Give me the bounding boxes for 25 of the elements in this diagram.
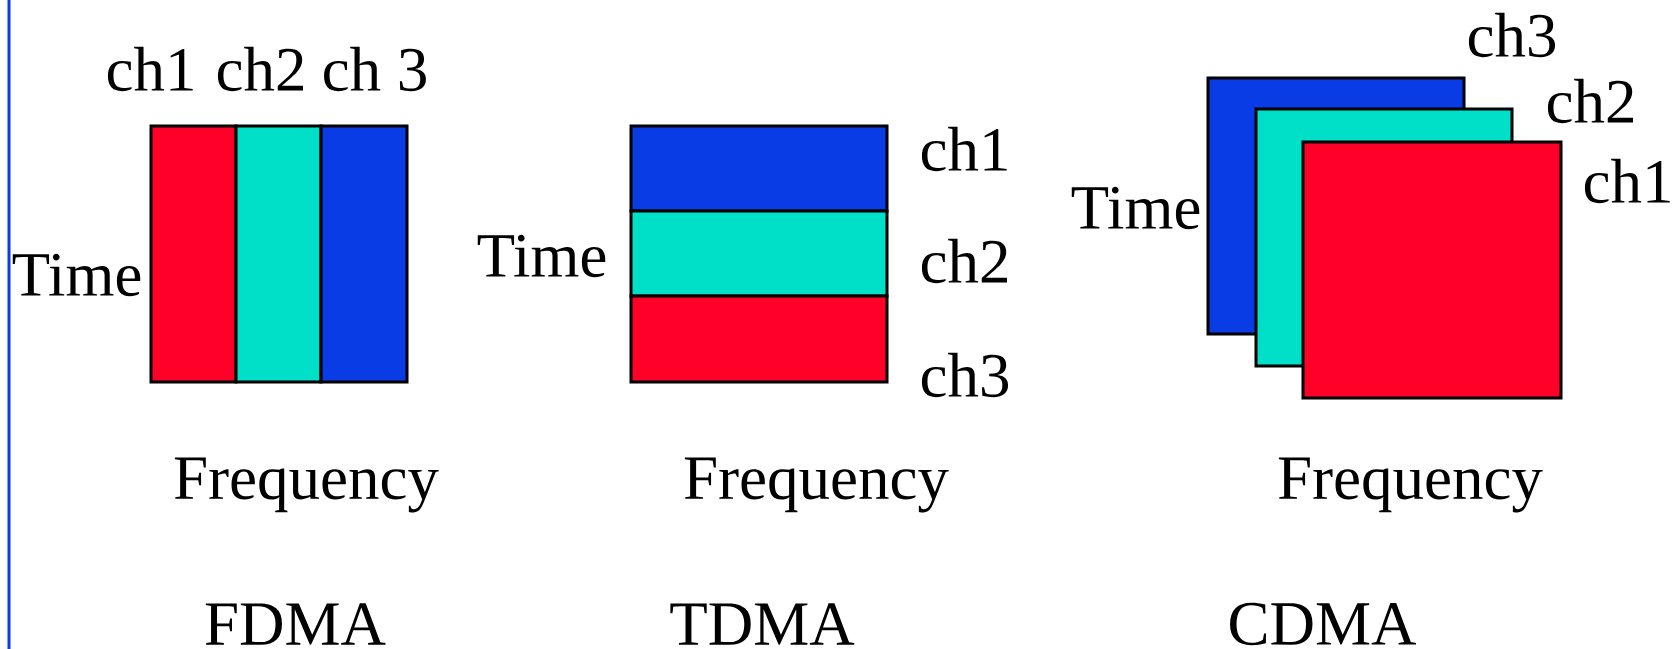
- channel-label: ch1: [921, 126, 1007, 172]
- channel-label: ch1: [1584, 158, 1670, 204]
- axis-label: Time: [12, 253, 141, 297]
- channel-band: [234, 124, 323, 384]
- channel-label: ch3: [1468, 12, 1556, 58]
- channel-label: ch2: [217, 46, 303, 92]
- channel-band: [1301, 140, 1563, 400]
- channel-label: ch3: [921, 352, 1009, 398]
- channel-label: ch2: [1547, 78, 1633, 124]
- channel-band: [319, 124, 409, 384]
- method-title: TDMA: [670, 603, 855, 645]
- method-title: FDMA: [205, 603, 386, 645]
- method-title: CDMA: [1230, 602, 1416, 646]
- channel-band: [629, 209, 889, 298]
- axis-label: Time: [477, 234, 606, 278]
- axis-label: Frequency: [684, 457, 949, 513]
- axis-label: Frequency: [1278, 457, 1543, 513]
- channel-label: ch 3: [324, 46, 426, 92]
- channel-band: [149, 124, 238, 384]
- channel-band: [629, 124, 889, 213]
- axis-label: Frequency: [174, 457, 439, 513]
- channel-band: [629, 294, 889, 384]
- channel-label: ch1: [107, 46, 193, 92]
- channel-label: ch2: [921, 238, 1007, 284]
- axis-label: Time: [1071, 186, 1200, 230]
